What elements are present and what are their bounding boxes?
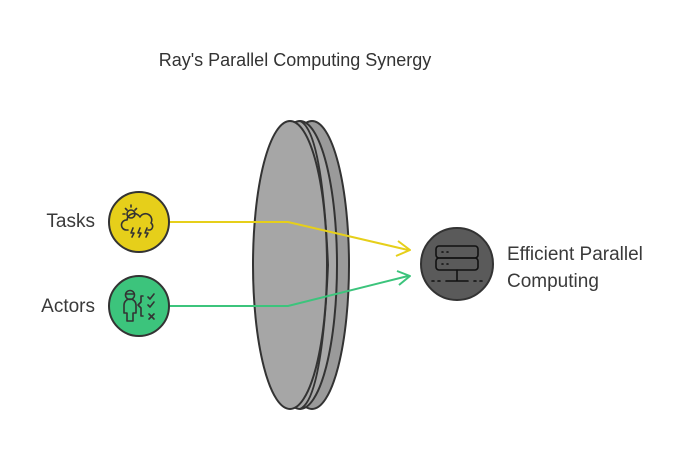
weather-storm-icon bbox=[120, 204, 154, 238]
actors-node bbox=[108, 275, 170, 337]
actors-connector bbox=[170, 270, 411, 307]
tasks-label: Tasks bbox=[46, 211, 95, 232]
server-icon bbox=[431, 245, 483, 282]
person-checklist-icon bbox=[123, 289, 155, 322]
output-label-line2: Computing bbox=[507, 271, 599, 292]
lens-disc bbox=[252, 120, 350, 410]
output-label: Efficient Parallel Computing bbox=[507, 241, 677, 295]
diagram-title: Ray's Parallel Computing Synergy bbox=[158, 50, 432, 70]
output-label-line1: Efficient Parallel bbox=[507, 244, 643, 265]
actors-label: Actors bbox=[41, 296, 95, 317]
tasks-connector bbox=[170, 221, 411, 257]
tasks-node bbox=[108, 191, 170, 253]
output-node bbox=[420, 227, 494, 301]
